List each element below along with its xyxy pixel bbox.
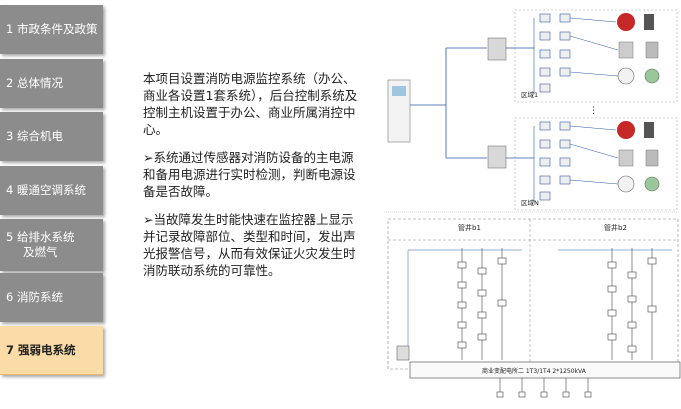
monitoring-topology-diagram: 区域1 区域N ⋮ bbox=[384, 9, 680, 213]
device-icon bbox=[644, 122, 654, 138]
sidebar: 1 市政条件及政策 2 总体情况 3 综合机电 4 暖通空调系统 5 给排水系统… bbox=[0, 0, 103, 409]
sidebar-item-label: 3 综合机电 bbox=[6, 129, 63, 143]
sidebar-item-label: 1 市政条件及政策 bbox=[6, 22, 98, 36]
shaft-b1-label: 管井b1 bbox=[458, 223, 481, 232]
zone-1-box bbox=[514, 9, 678, 103]
sidebar-item-label: 7 强弱电系统 bbox=[6, 342, 76, 357]
device-icon bbox=[617, 67, 635, 85]
paragraph-alarm: ➢当故障发生时能快速在监控器上显示并记录故障部位、类型和时间，发出声光报警信号，… bbox=[143, 212, 356, 278]
device-icon bbox=[644, 14, 654, 30]
sidebar-item-label: 6 消防系统 bbox=[6, 290, 63, 304]
sidebar-item-mep[interactable]: 3 综合机电 bbox=[0, 112, 103, 161]
paragraph-intro: 本项目设置消防电源监控系统（办公、商业各设置1套系统），后台控制系统及控制主机设… bbox=[143, 71, 358, 137]
zone-n-label: 区域N bbox=[521, 198, 539, 207]
alarm-light-icon bbox=[617, 13, 635, 31]
sidebar-item-municipal[interactable]: 1 市政条件及政策 bbox=[0, 5, 103, 54]
sidebar-item-overview[interactable]: 2 总体情况 bbox=[0, 59, 103, 108]
device-icon bbox=[645, 41, 659, 59]
more-zones-dots: ⋮ bbox=[589, 106, 598, 116]
substation-label: 商业变配电所二 1T3/1T4 2*1250kVA bbox=[482, 367, 587, 375]
shaft-b2-label: 管井b2 bbox=[604, 223, 627, 232]
description-text: 本项目设置消防电源监控系统（办公、商业各设置1套系统），后台控制系统及控制主机设… bbox=[143, 70, 363, 290]
sidebar-item-label: 4 暖通空调系统 bbox=[6, 183, 86, 197]
zone-n-controller-icon bbox=[487, 145, 507, 169]
device-icon bbox=[644, 68, 660, 84]
substation-bus bbox=[409, 361, 681, 379]
monitor-screen-icon bbox=[392, 86, 406, 96]
device-icon bbox=[617, 175, 635, 193]
alarm-light-icon bbox=[617, 121, 635, 139]
device-icon bbox=[618, 41, 634, 59]
sidebar-item-plumbing-gas[interactable]: 5 给排水系统 及燃气 bbox=[0, 219, 103, 271]
diagram-svg: 区域1 区域N ⋮ 管井b1 管井b2 bbox=[384, 9, 681, 398]
zone-1-controller-icon bbox=[487, 37, 507, 61]
sidebar-item-fire[interactable]: 6 消防系统 bbox=[0, 273, 103, 322]
distribution-riser-diagram: 管井b1 管井b2 bbox=[387, 218, 681, 398]
sidebar-item-label: 5 给排水系统 及燃气 bbox=[6, 230, 75, 259]
device-icon bbox=[644, 176, 660, 192]
breaker-row bbox=[496, 378, 592, 398]
paragraph-detection: ➢系统通过传感器对消防设备的主电源和备用电源进行实时检测，判断电源设备是否故障。 bbox=[143, 150, 356, 199]
system-diagram: 区域1 区域N ⋮ 管井b1 管井b2 bbox=[382, 0, 681, 409]
riser-branches bbox=[457, 248, 657, 360]
sidebar-item-hvac[interactable]: 4 暖通空调系统 bbox=[0, 166, 103, 215]
device-icon bbox=[645, 149, 659, 167]
zone-1-label: 区域1 bbox=[521, 90, 538, 99]
riser-signal-lines bbox=[407, 249, 672, 355]
sidebar-item-electrical[interactable]: 7 强弱电系统 bbox=[0, 326, 103, 375]
sidebar-item-label: 2 总体情况 bbox=[6, 76, 63, 90]
monitor-module-icon bbox=[396, 345, 410, 361]
device-icon bbox=[618, 149, 634, 167]
zone-n-box bbox=[514, 117, 678, 211]
